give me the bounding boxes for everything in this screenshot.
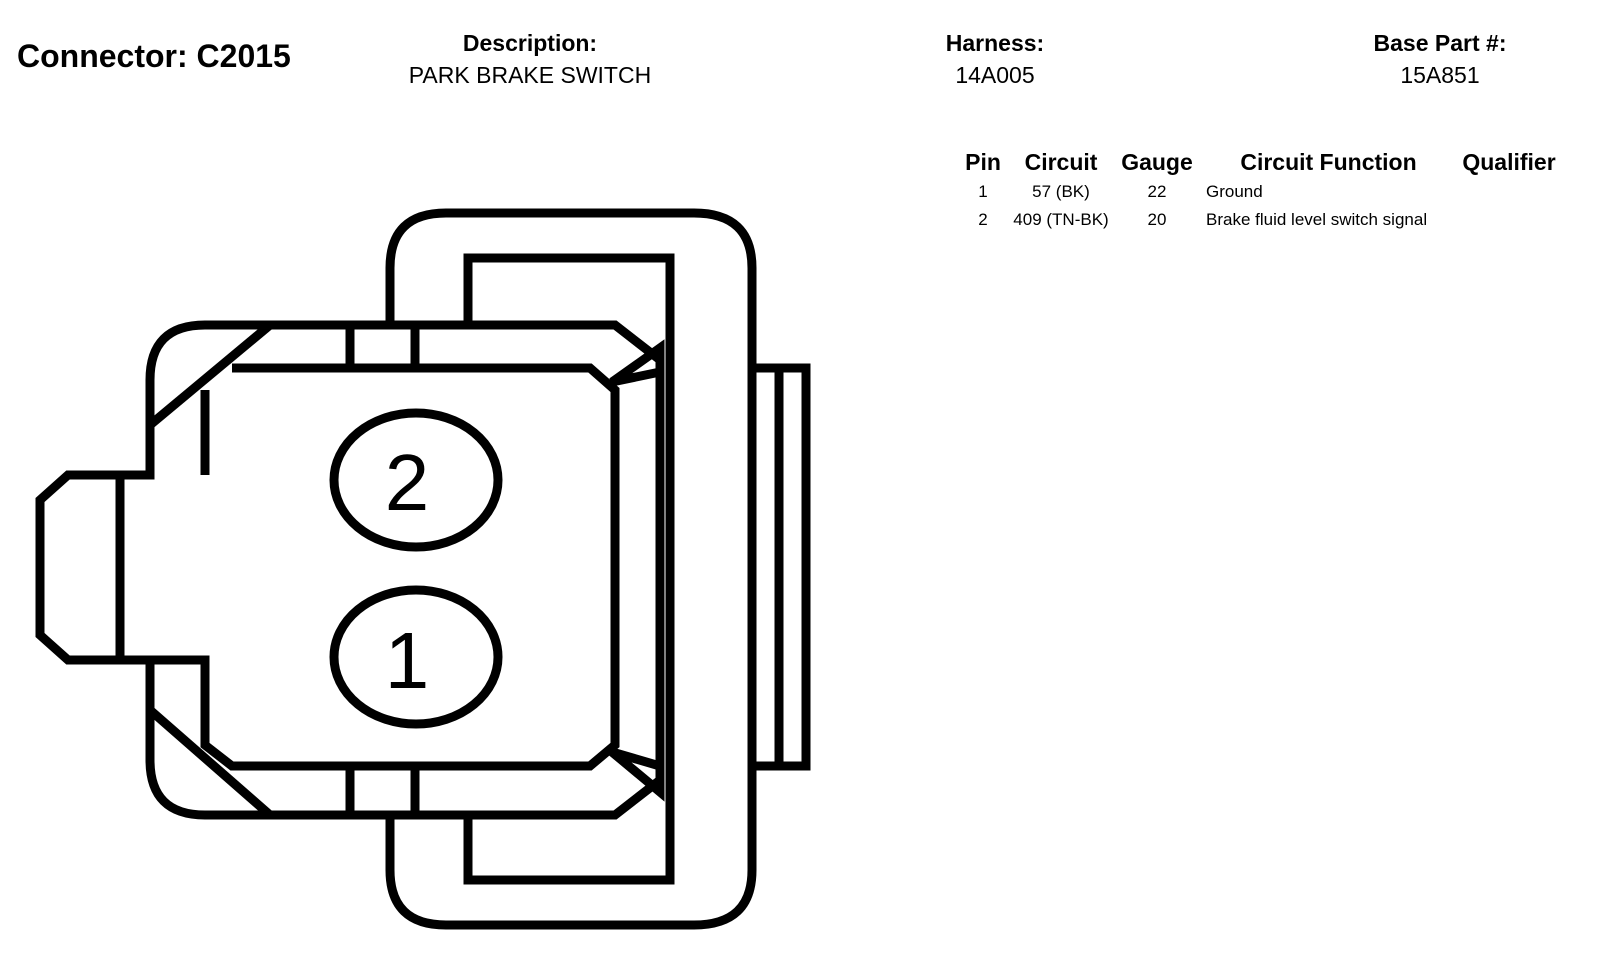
connector-body-outline (35, 320, 665, 820)
header-qualifier: Qualifier (1462, 149, 1556, 175)
base-part-block: Base Part #: 15A851 (1340, 28, 1540, 92)
description-value: PARK BRAKE SWITCH (408, 62, 652, 88)
connector-title: Connector: C2015 (17, 38, 291, 74)
connector-face-drawing: 2 1 (35, 208, 811, 930)
chamfer-top-left (147, 321, 273, 429)
pin-table: Pin Circuit Gauge Circuit Function Quali… (955, 146, 1564, 234)
header-circuit-function: Circuit Function (1240, 149, 1417, 175)
cell-pin: 1 (978, 182, 988, 201)
mating-face-outline (150, 363, 620, 771)
cell-gauge: 20 (1147, 210, 1167, 229)
cell-qualifier (1454, 206, 1564, 234)
harness-value: 14A005 (955, 62, 1035, 88)
cell-circuit: 57 (BK) (1032, 182, 1090, 201)
header-circuit: Circuit (1024, 149, 1098, 175)
description-block: Description: PARK BRAKE SWITCH (380, 28, 680, 92)
latch-inner-frame (463, 253, 675, 885)
cell-gauge: 22 (1147, 182, 1167, 201)
description-label: Description: (462, 30, 598, 56)
base-part-value: 15A851 (1400, 62, 1480, 88)
top-keyway (345, 325, 420, 368)
pin-number-2: 2 (385, 438, 430, 527)
cell-qualifier (1454, 178, 1564, 206)
harness-block: Harness: 14A005 (900, 28, 1090, 92)
cell-circuit-function: Ground (1206, 182, 1263, 201)
lock-ramp-top (609, 339, 665, 387)
pin-table-header-row: Pin Circuit Gauge Circuit Function Quali… (955, 146, 1564, 178)
cell-circuit-function: Brake fluid level switch signal (1206, 210, 1428, 229)
table-row: 2 409 (TN-BK) 20 Brake fluid level switc… (955, 206, 1564, 234)
side-rib (752, 363, 811, 771)
table-row: 1 57 (BK) 22 Ground (955, 178, 1564, 206)
latch-housing-outline (385, 208, 757, 930)
pin-cavity-2 (329, 408, 503, 552)
cell-circuit: 409 (TN-BK) (1013, 210, 1109, 229)
header-pin: Pin (965, 149, 1001, 175)
cell-pin: 2 (978, 210, 988, 229)
harness-label: Harness: (945, 30, 1045, 56)
header-gauge: Gauge (1121, 149, 1193, 175)
pin-cavity-1 (329, 585, 503, 729)
lock-ramp-bottom (609, 747, 665, 802)
bottom-keyway (345, 766, 420, 815)
pin-number-1: 1 (385, 616, 430, 705)
base-part-label: Base Part #: (1373, 30, 1507, 56)
chamfer-bottom-left (147, 706, 273, 819)
